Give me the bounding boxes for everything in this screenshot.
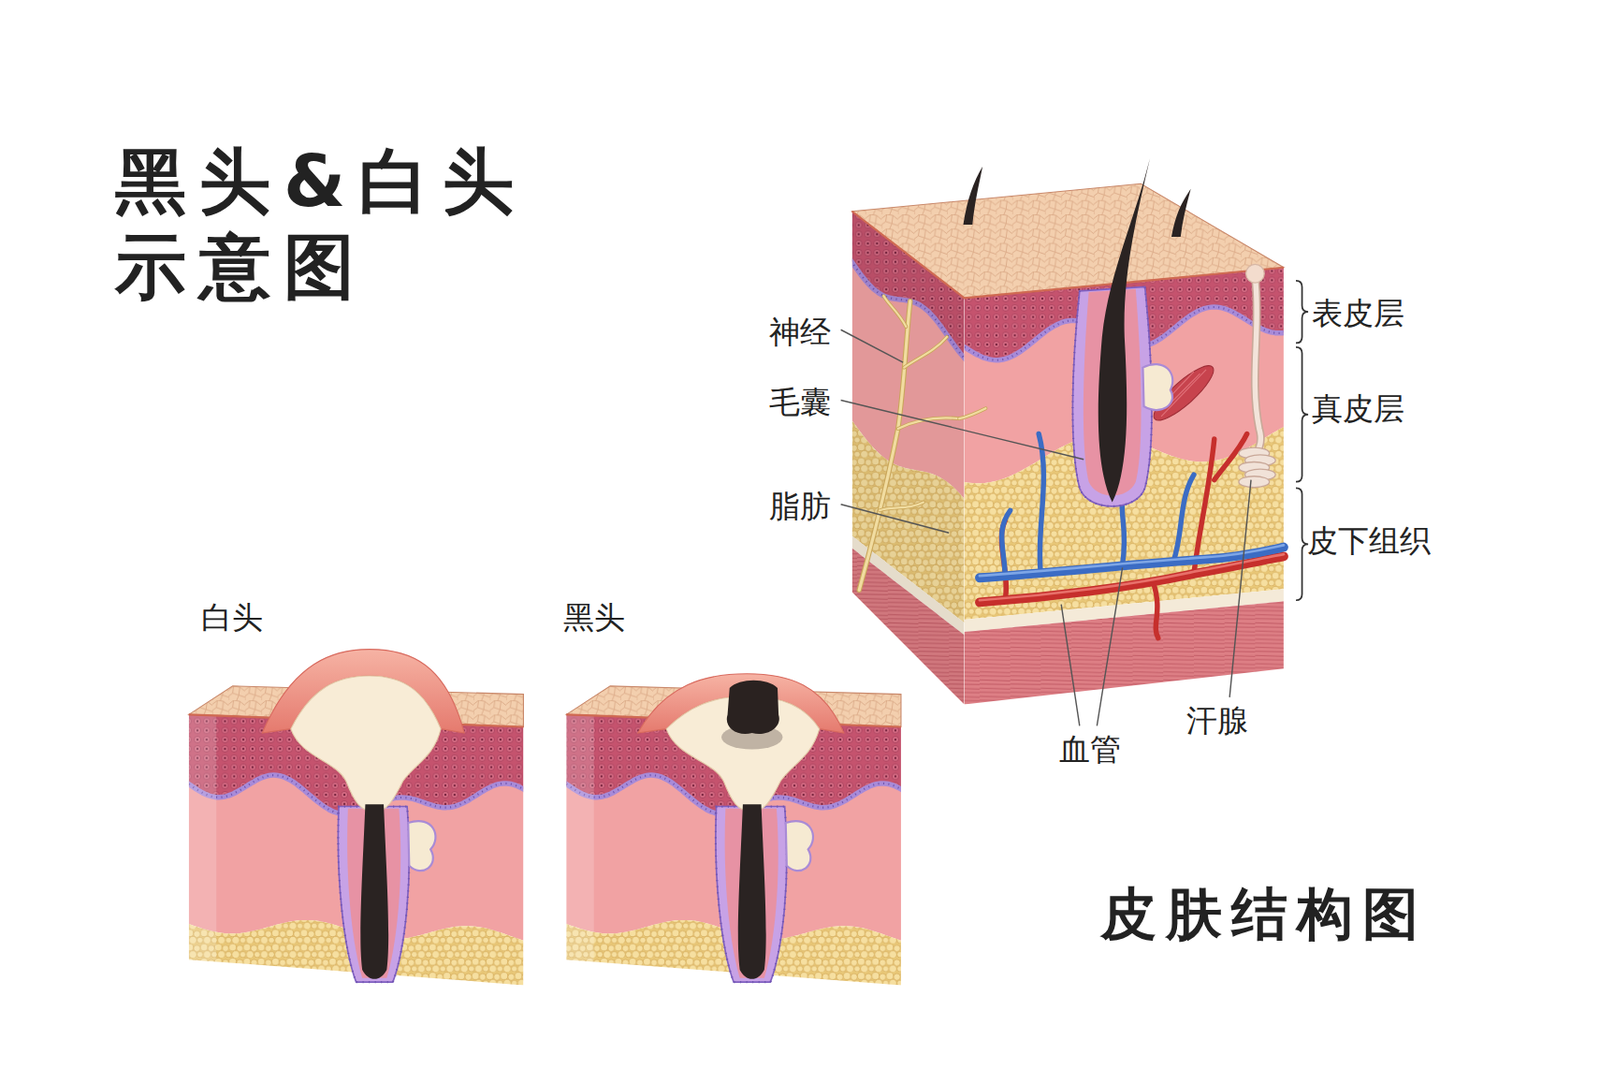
nerve-fiber [959, 407, 986, 419]
part-label: 脂肪 [769, 487, 831, 525]
sweat-duct [1254, 277, 1262, 466]
nerve-fiber [959, 407, 986, 419]
sebaceous-gland [407, 820, 436, 871]
layer-brace [1295, 280, 1309, 344]
nerve-fiber [879, 502, 924, 511]
face-shade [566, 713, 594, 963]
blackhead-plug [727, 680, 780, 734]
part-label: 真皮层 [1311, 390, 1405, 428]
hair-shaft [1098, 158, 1150, 503]
leader-lines [841, 280, 1309, 726]
part-label: 皮下组织 [1307, 522, 1431, 560]
hair-shaft [962, 166, 983, 225]
sweat-pore [1246, 263, 1266, 283]
leader-line [1096, 567, 1122, 726]
skin-surface [852, 183, 1284, 298]
vein-branch [1002, 509, 1011, 577]
leader-line [1229, 480, 1251, 698]
leader-line [841, 329, 904, 363]
artery-branch [1193, 438, 1215, 574]
sweat-gland [1238, 277, 1276, 488]
hair-shaft [738, 803, 767, 978]
nerve-fiber [903, 336, 947, 368]
vein-highlight [979, 544, 1284, 576]
diagram-title: 黑头&白头 示意图 [115, 138, 602, 309]
part-label: 毛囊 [769, 383, 831, 422]
nerve-fiber [903, 336, 947, 368]
leader-line [841, 400, 1085, 460]
part-label: 黑头 [563, 598, 626, 637]
nerve-fiber [858, 301, 911, 591]
vein-branch [1121, 502, 1124, 566]
nerve-fiber [883, 295, 906, 327]
sweat-duct [1254, 277, 1262, 466]
surface-edge [852, 211, 1284, 299]
diagram-caption: 皮肤结构图 [1100, 879, 1428, 947]
hair-shaft [1171, 189, 1192, 237]
face-shade [189, 713, 217, 963]
part-label: 汗腺 [1186, 701, 1249, 740]
vein-branch [1038, 433, 1044, 573]
leader-line [841, 504, 950, 534]
nerve-fiber [883, 295, 906, 327]
part-label: 白头 [201, 598, 263, 637]
skin-block [847, 158, 1288, 738]
blackhead-block [562, 673, 905, 1033]
part-label: 表皮层 [1311, 294, 1405, 333]
part-label: 血管 [1059, 730, 1121, 769]
layer-brace [1295, 347, 1309, 482]
sebaceous-gland [785, 820, 814, 871]
nerve-fiber [858, 301, 911, 591]
sebaceous-gland [1142, 363, 1173, 410]
sweat-coil [1238, 476, 1270, 488]
nerve-fiber [879, 502, 924, 511]
layer-brace [1295, 487, 1309, 600]
whitehead-block [184, 649, 527, 1033]
artery-branch [1152, 581, 1158, 639]
sebum-plug [290, 675, 441, 812]
hair-shaft [360, 803, 389, 978]
vein-branch [1173, 474, 1194, 562]
leader-line [1061, 604, 1080, 727]
nerve [858, 295, 986, 590]
part-label: 神经 [769, 313, 831, 351]
